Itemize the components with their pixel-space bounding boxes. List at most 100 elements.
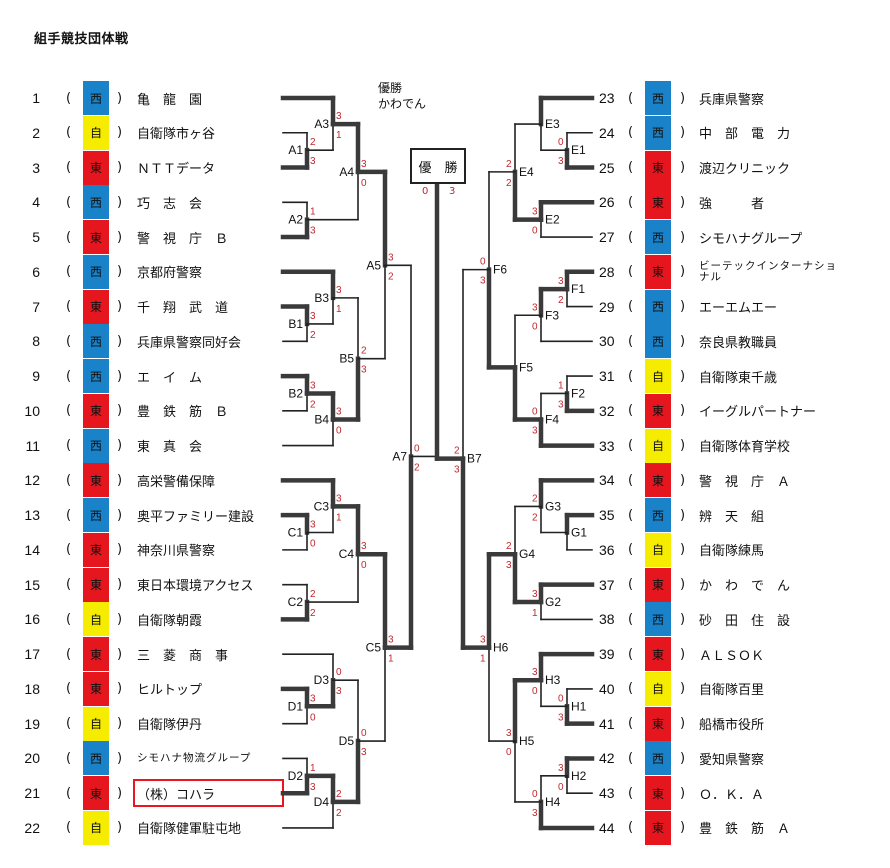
team-name: 亀 龍 園 bbox=[137, 92, 203, 108]
team-name: 警 視 庁 Ｂ bbox=[137, 231, 229, 247]
team-row: 8(西)兵庫県警察同好会 bbox=[0, 324, 890, 359]
paren-close: ) bbox=[117, 160, 123, 176]
team-name: （株）コハラ bbox=[137, 787, 216, 803]
team-number: 6 bbox=[32, 263, 40, 280]
paren-close: ) bbox=[117, 820, 123, 836]
team-number: 28 bbox=[599, 263, 615, 280]
paren-open: ( bbox=[628, 611, 634, 627]
region-badge: 東 bbox=[83, 637, 109, 672]
match-label: H6 bbox=[493, 641, 509, 655]
region-badge: 西 bbox=[645, 289, 671, 324]
paren-open: ( bbox=[66, 438, 72, 454]
match-score: 3 bbox=[361, 541, 367, 552]
team-row: 26(東)強 者 bbox=[0, 185, 890, 220]
team-name: 高栄警備保障 bbox=[137, 474, 216, 490]
match-score: 1 bbox=[310, 207, 316, 218]
paren-close: ) bbox=[117, 229, 123, 245]
region-badge: 東 bbox=[83, 776, 109, 811]
match-score: 0 bbox=[558, 782, 564, 793]
paren-close: ) bbox=[680, 542, 686, 558]
match-label: A7 bbox=[392, 449, 407, 463]
team-number: 14 bbox=[24, 541, 40, 558]
team-number: 43 bbox=[599, 785, 615, 802]
team-name: 自衛隊体育学校 bbox=[699, 440, 791, 456]
team-row: 40(自)自衛隊百里 bbox=[0, 671, 890, 706]
final-box: 優 勝 bbox=[410, 148, 466, 184]
match-score: 3 bbox=[558, 156, 564, 167]
team-row: 29(西)エーエムエー bbox=[0, 289, 890, 324]
paren-open: ( bbox=[66, 472, 72, 488]
match-score: 1 bbox=[558, 380, 564, 391]
match-score: 3 bbox=[532, 426, 538, 437]
paren-open: ( bbox=[66, 577, 72, 593]
team-number: 5 bbox=[32, 229, 40, 246]
match-label: H5 bbox=[519, 734, 535, 748]
paren-close: ) bbox=[117, 90, 123, 106]
team-name: エーエムエー bbox=[699, 301, 778, 317]
paren-close: ) bbox=[680, 333, 686, 349]
region-badge: 東 bbox=[83, 463, 109, 498]
match-score: 2 bbox=[388, 271, 394, 282]
team-number: 3 bbox=[32, 159, 40, 176]
paren-close: ) bbox=[117, 472, 123, 488]
paren-close: ) bbox=[680, 264, 686, 280]
team-row: 12(東)高栄警備保障 bbox=[0, 463, 890, 498]
match-label: G3 bbox=[545, 499, 561, 513]
team-row: 43(東)Ｏ．Ｋ．Ａ bbox=[0, 776, 890, 811]
team-row: 30(西)奈良県教職員 bbox=[0, 324, 890, 359]
team-row: 20(西)シモハナ物流グループ bbox=[0, 741, 890, 776]
match-label: D3 bbox=[314, 673, 330, 687]
match-score: 2 bbox=[558, 295, 564, 306]
match-score: 3 bbox=[336, 111, 342, 122]
region-badge: 自 bbox=[83, 602, 109, 637]
team-number: 22 bbox=[24, 819, 40, 836]
paren-open: ( bbox=[628, 160, 634, 176]
match-score: 1 bbox=[336, 512, 342, 523]
paren-close: ) bbox=[680, 299, 686, 315]
team-row: 33 ( 自) 自衛隊体育学校 bbox=[0, 428, 890, 463]
paren-open: ( bbox=[628, 299, 634, 315]
match-score: 3 bbox=[454, 465, 460, 476]
match-label: B7 bbox=[467, 452, 482, 466]
team-number: 31 bbox=[599, 368, 615, 385]
region-badge: 東 bbox=[645, 637, 671, 672]
match-score: 2 bbox=[414, 462, 420, 473]
team-row: 9(西)エ イ ム bbox=[0, 359, 890, 394]
paren-close: ) bbox=[680, 125, 686, 141]
match-label: B3 bbox=[314, 291, 329, 305]
match-label: H4 bbox=[545, 795, 561, 809]
region-badge: 西 bbox=[83, 359, 109, 394]
team-number: 42 bbox=[599, 750, 615, 767]
team-number: 38 bbox=[599, 611, 615, 628]
paren-open: ( bbox=[628, 750, 634, 766]
team-row: 10(東)豊 鉄 筋 Ｂ bbox=[0, 393, 890, 428]
team-number: 15 bbox=[24, 576, 40, 593]
match-score: 3 bbox=[310, 520, 316, 531]
match-score: 2 bbox=[532, 512, 538, 523]
paren-close: ) bbox=[117, 438, 123, 454]
region-badge: 自 bbox=[83, 810, 109, 845]
team-row: 6(西)京都府警察 bbox=[0, 254, 890, 289]
team-number: 33 bbox=[599, 437, 615, 454]
region-badge: 東 bbox=[645, 150, 671, 185]
match-score: 2 bbox=[310, 608, 316, 619]
region-badge: 東 bbox=[83, 150, 109, 185]
match-score: 0 bbox=[361, 178, 367, 189]
paren-open: ( bbox=[66, 542, 72, 558]
team-number: 13 bbox=[24, 507, 40, 524]
paren-close: ) bbox=[117, 577, 123, 593]
region-badge: 西 bbox=[83, 498, 109, 533]
match-score: 3 bbox=[336, 686, 342, 697]
match-score: 3 bbox=[480, 276, 486, 287]
team-number: 10 bbox=[24, 402, 40, 419]
paren-close: ) bbox=[117, 403, 123, 419]
paren-open: ( bbox=[628, 820, 634, 836]
paren-close: ) bbox=[117, 542, 123, 558]
paren-open: ( bbox=[66, 160, 72, 176]
match-score: 2 bbox=[361, 346, 367, 357]
region-badge: 東 bbox=[83, 220, 109, 255]
paren-open: ( bbox=[66, 681, 72, 697]
region-badge: 自 bbox=[645, 428, 671, 463]
match-score: 0 bbox=[361, 728, 367, 739]
region-badge: 西 bbox=[83, 81, 109, 115]
